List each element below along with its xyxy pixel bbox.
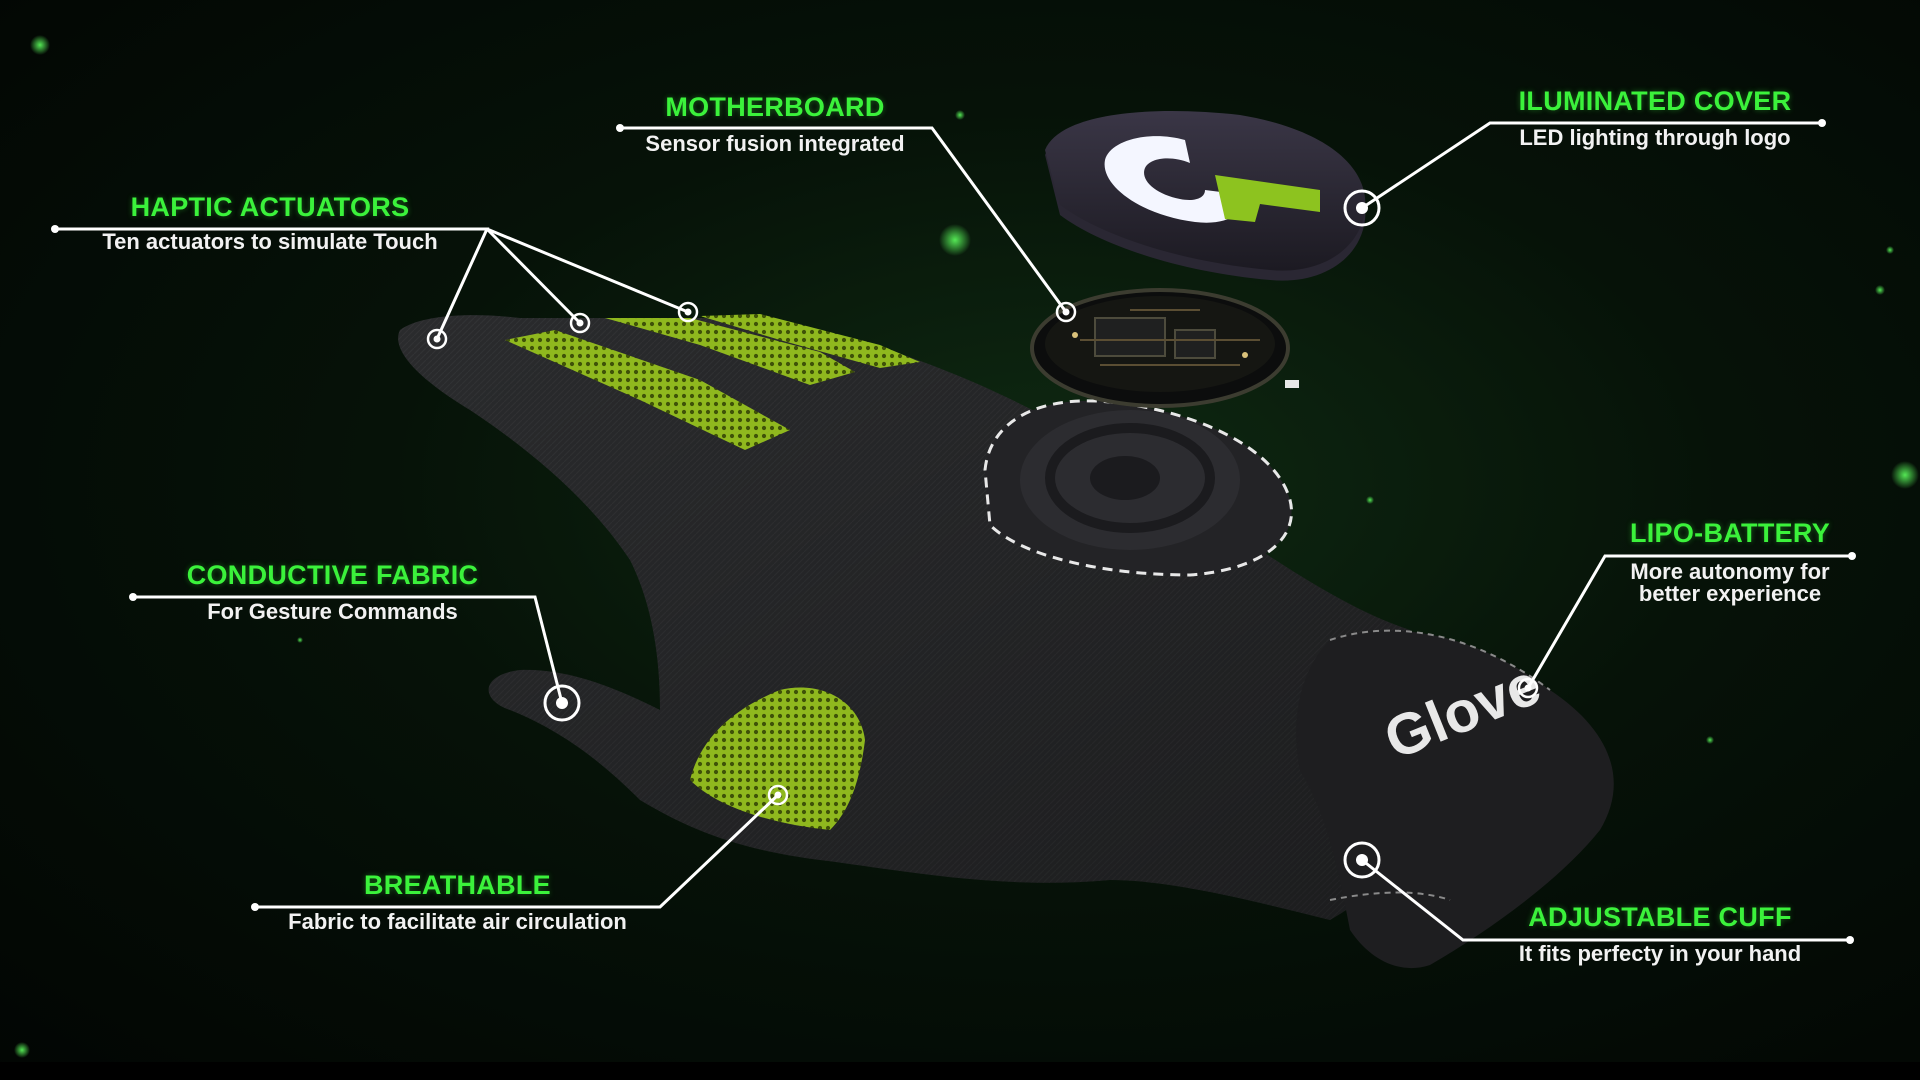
- leader-endpoints: [51, 119, 1856, 944]
- callout-adjustable-cuff: ADJUSTABLE CUFF It fits perfecty in your…: [1470, 902, 1850, 965]
- callout-haptic-actuators: HAPTIC ACTUATORS Ten actuators to simula…: [60, 192, 480, 253]
- callout-title: MOTHERBOARD: [665, 92, 885, 122]
- marker-haptic-2: [569, 312, 591, 334]
- marker-conductive: [543, 684, 581, 722]
- callout-description: For Gesture Commands: [207, 599, 458, 624]
- marker-battery: [1517, 677, 1539, 699]
- callout-description: Ten actuators to simulate Touch: [102, 229, 438, 254]
- callout-title: HAPTIC ACTUATORS: [130, 192, 410, 222]
- glove: Glove: [398, 314, 1614, 969]
- callout-description: Sensor fusion integrated: [645, 131, 905, 156]
- callout-iluminated-cover: ILUMINATED COVER LED lighting through lo…: [1475, 86, 1835, 149]
- marker-haptic-1: [426, 328, 448, 350]
- callout-conductive-fabric: CONDUCTIVE FABRIC For Gesture Commands: [140, 560, 525, 623]
- callout-motherboard: MOTHERBOARD Sensor fusion integrated: [615, 92, 935, 155]
- marker-cuff: [1343, 841, 1381, 879]
- callout-title: CONDUCTIVE FABRIC: [186, 560, 479, 590]
- callout-description-line-2: better experience: [1638, 581, 1822, 606]
- callout-title: ILUMINATED COVER: [1518, 86, 1792, 116]
- callout-description: LED lighting through logo: [1519, 125, 1791, 150]
- callout-description: Fabric to facilitate air circulation: [288, 909, 627, 934]
- marker-motherboard: [1055, 301, 1077, 323]
- marker-haptic-3: [677, 301, 699, 323]
- callout-description-line-1: More autonomy for: [1630, 559, 1830, 584]
- cover-logo-g: [1104, 136, 1245, 223]
- marker-breathable: [767, 784, 789, 806]
- callout-description: It fits perfecty in your hand: [1518, 941, 1802, 966]
- motherboard: [1030, 288, 1299, 408]
- marker-cover: [1343, 189, 1381, 227]
- callout-title: ADJUSTABLE CUFF: [1528, 902, 1792, 932]
- callout-title: LIPO-BATTERY: [1629, 518, 1831, 548]
- callout-title: BREATHABLE: [364, 870, 551, 900]
- target-markers: [426, 189, 1539, 879]
- callout-breathable: BREATHABLE Fabric to facilitate air circ…: [260, 870, 655, 933]
- callout-lipo-battery: LIPO-BATTERY More autonomy for better ex…: [1590, 518, 1870, 605]
- illuminated-cover: [1045, 111, 1366, 281]
- leader-lines: [55, 121, 1852, 942]
- bottom-letterbox-bar: [0, 1062, 1920, 1080]
